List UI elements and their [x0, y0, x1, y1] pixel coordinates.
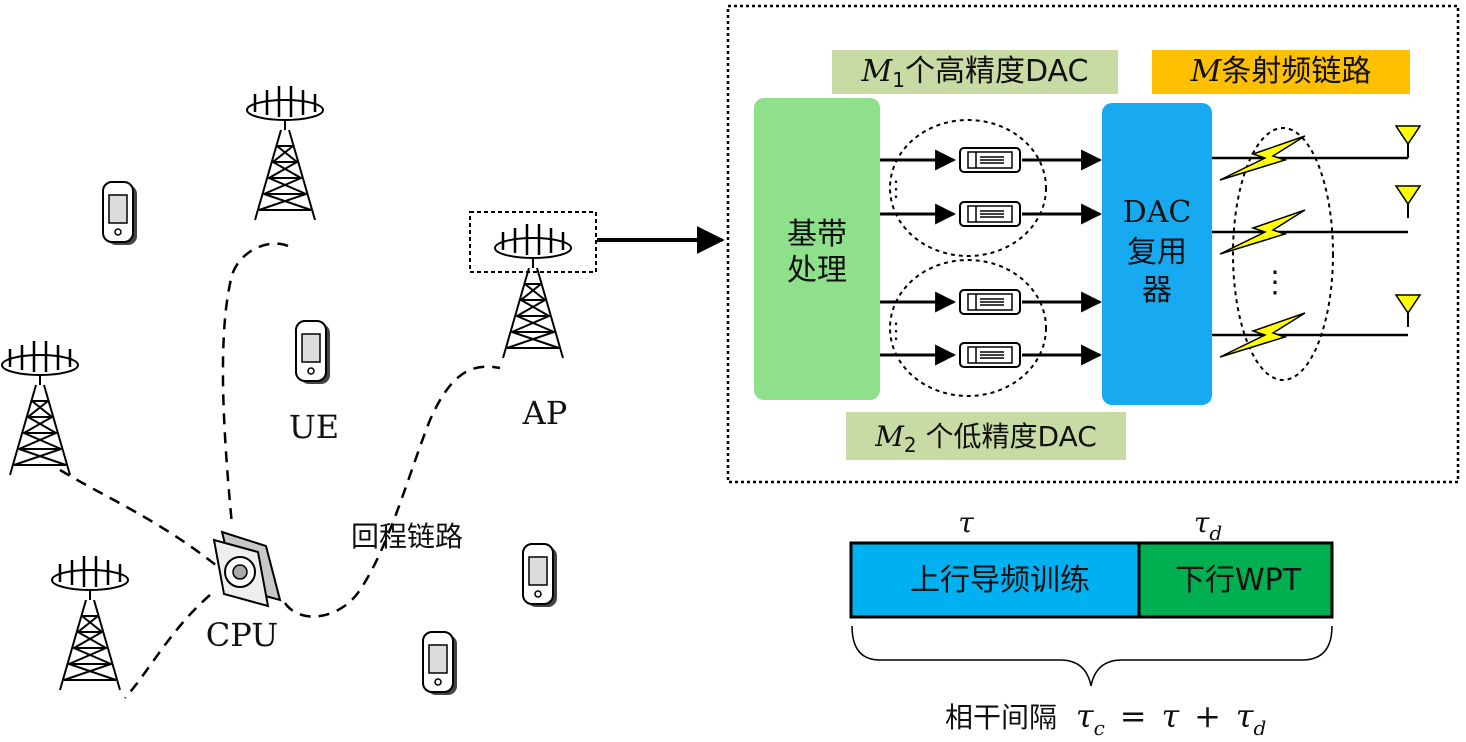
mux-label-line3: 器 [1142, 273, 1172, 308]
antenna-icon [1395, 294, 1421, 328]
tower-icon [50, 554, 130, 692]
antenna-icon [1395, 125, 1421, 159]
high-dac-tag [832, 50, 1118, 94]
low-precision-dac-icon [959, 342, 1021, 368]
baseband-label-line1: 基带 [787, 217, 847, 252]
dac-mux-block [1102, 103, 1212, 405]
downlink-label: 下行WPT [1175, 563, 1302, 598]
tower-icon [0, 339, 80, 477]
ap-label: AP [522, 394, 568, 432]
low-dac-dots: ⋮ [885, 319, 907, 344]
ue-label: UE [289, 408, 339, 446]
phone-icon [522, 543, 558, 608]
uplink-label: 上行导频训练 [910, 563, 1090, 598]
high-precision-dac-icon [959, 201, 1021, 227]
tau-d-label: τd [1194, 506, 1222, 545]
ap-detail-box [726, 4, 1460, 484]
high-dac-group [889, 119, 1047, 257]
uplink-pilot-segment [849, 541, 1141, 619]
downlink-wpt-segment [1137, 541, 1334, 619]
high-precision-dac-icon [959, 147, 1021, 173]
rf-chain-label: M条射频链路 [1190, 54, 1372, 89]
rf-chain-dots: ⋮ [1260, 265, 1290, 300]
ap-highlight-box [469, 211, 597, 273]
cpu-icon [212, 530, 282, 608]
low-dac-group [889, 259, 1047, 397]
high-dac-dots: ⋮ [885, 177, 907, 202]
phone-icon [295, 320, 331, 385]
backhaul-links [59, 242, 501, 699]
low-precision-dac-icon [959, 289, 1021, 315]
ap-tower-icon [493, 222, 573, 360]
mux-label-line1: DAC [1123, 195, 1192, 230]
dac-rows [880, 149, 1103, 366]
baseband-label-line2: 处理 [787, 253, 847, 288]
antenna-icon [1395, 185, 1421, 219]
mux-label-line2: 复用 [1127, 235, 1187, 270]
low-dac-tag [846, 412, 1126, 460]
backhaul-label: 回程链路 [351, 520, 463, 553]
coherence-formula: 相干间隔 τc = τ + τd [945, 697, 1266, 742]
rf-chain-lines [1212, 156, 1408, 337]
rf-chain-tag [1152, 50, 1410, 94]
rf-chain-group [1232, 127, 1334, 381]
tower-icon [245, 84, 325, 222]
baseband-block [754, 98, 880, 400]
tau-label: τ [958, 506, 974, 539]
high-dac-label: M1个高精度DAC [861, 54, 1089, 92]
cpu-label: CPU [206, 616, 278, 654]
coherence-brace [851, 625, 1333, 687]
low-dac-label: M2 个低精度DAC [874, 420, 1097, 457]
phone-icon [102, 181, 138, 246]
phone-icon [422, 631, 458, 696]
